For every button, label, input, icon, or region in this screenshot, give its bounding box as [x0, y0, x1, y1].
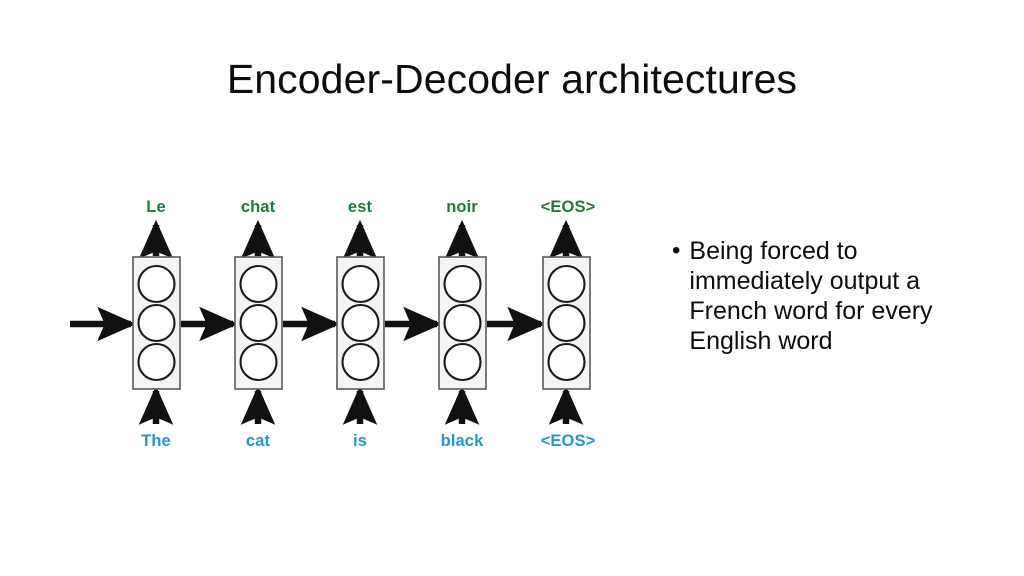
input-label-1: The [141, 432, 171, 450]
output-label-5: <EOS> [540, 198, 596, 216]
cell-unit [547, 264, 586, 304]
cell-unit [547, 303, 586, 343]
rnn-cell-2[interactable] [234, 256, 283, 390]
bullet-list: • Being forced to immediately output a F… [672, 236, 982, 356]
input-arrows [138, 385, 584, 425]
cell-unit [137, 264, 176, 304]
cell-unit [443, 342, 482, 382]
cell-unit [137, 342, 176, 382]
cell-unit [443, 264, 482, 304]
list-item: • Being forced to immediately output a F… [672, 236, 982, 356]
cell-unit [341, 303, 380, 343]
output-arrows [138, 219, 584, 259]
diagram-svg [70, 219, 591, 425]
cell-unit [547, 342, 586, 382]
cell-unit [239, 303, 278, 343]
cell-unit [341, 264, 380, 304]
output-label-1: Le [146, 198, 166, 216]
cell-unit [239, 264, 278, 304]
rnn-cell-5[interactable] [542, 256, 591, 390]
cell-unit [443, 303, 482, 343]
input-label-3: is [353, 432, 367, 450]
bullet-text: Being forced to immediately output a Fre… [689, 237, 933, 355]
output-label-3: est [347, 198, 373, 216]
encoder-decoder-diagram: Le chat est noir <EOS> The cat is black … [70, 198, 596, 450]
rnn-cell-3[interactable] [336, 256, 385, 390]
input-label-2: cat [245, 432, 271, 450]
output-label-2: chat [240, 198, 276, 216]
input-label-4: black [440, 432, 484, 450]
output-label-4: noir [446, 198, 478, 216]
rnn-cell-4[interactable] [438, 256, 487, 390]
bullet-marker-icon: • [672, 237, 681, 264]
rnn-cell-1[interactable] [132, 256, 181, 390]
cell-unit [341, 342, 380, 382]
cell-unit [239, 342, 278, 382]
input-label-5: <EOS> [540, 432, 596, 450]
cell-unit [137, 303, 176, 343]
page-title: Encoder-Decoder architectures [226, 56, 798, 102]
